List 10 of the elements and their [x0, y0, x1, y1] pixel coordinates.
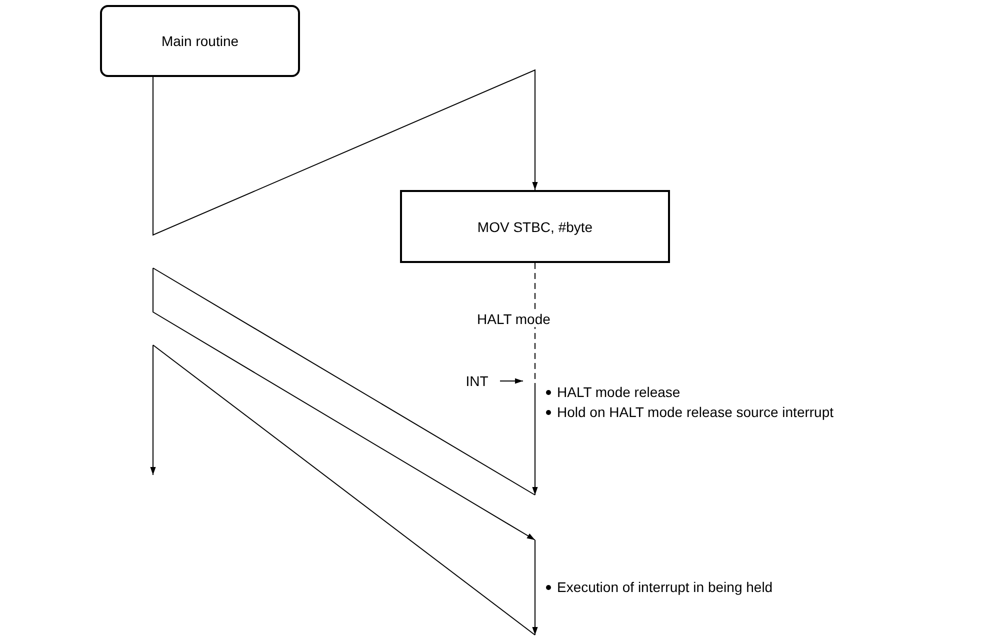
state-label: HALT mode	[477, 311, 550, 327]
note-text: Execution of interrupt in being held	[545, 579, 773, 595]
dashed-line	[534, 262, 536, 386]
arrow	[500, 378, 524, 384]
signal-label: INT	[462, 372, 492, 390]
process-box: MOV STBC, #byte	[400, 190, 670, 263]
note-text: Hold on HALT mode release source interrupt	[545, 404, 834, 420]
arrow	[152, 69, 538, 236]
process-box: Main routine	[100, 5, 300, 77]
note-text: HALT mode release	[545, 384, 680, 400]
